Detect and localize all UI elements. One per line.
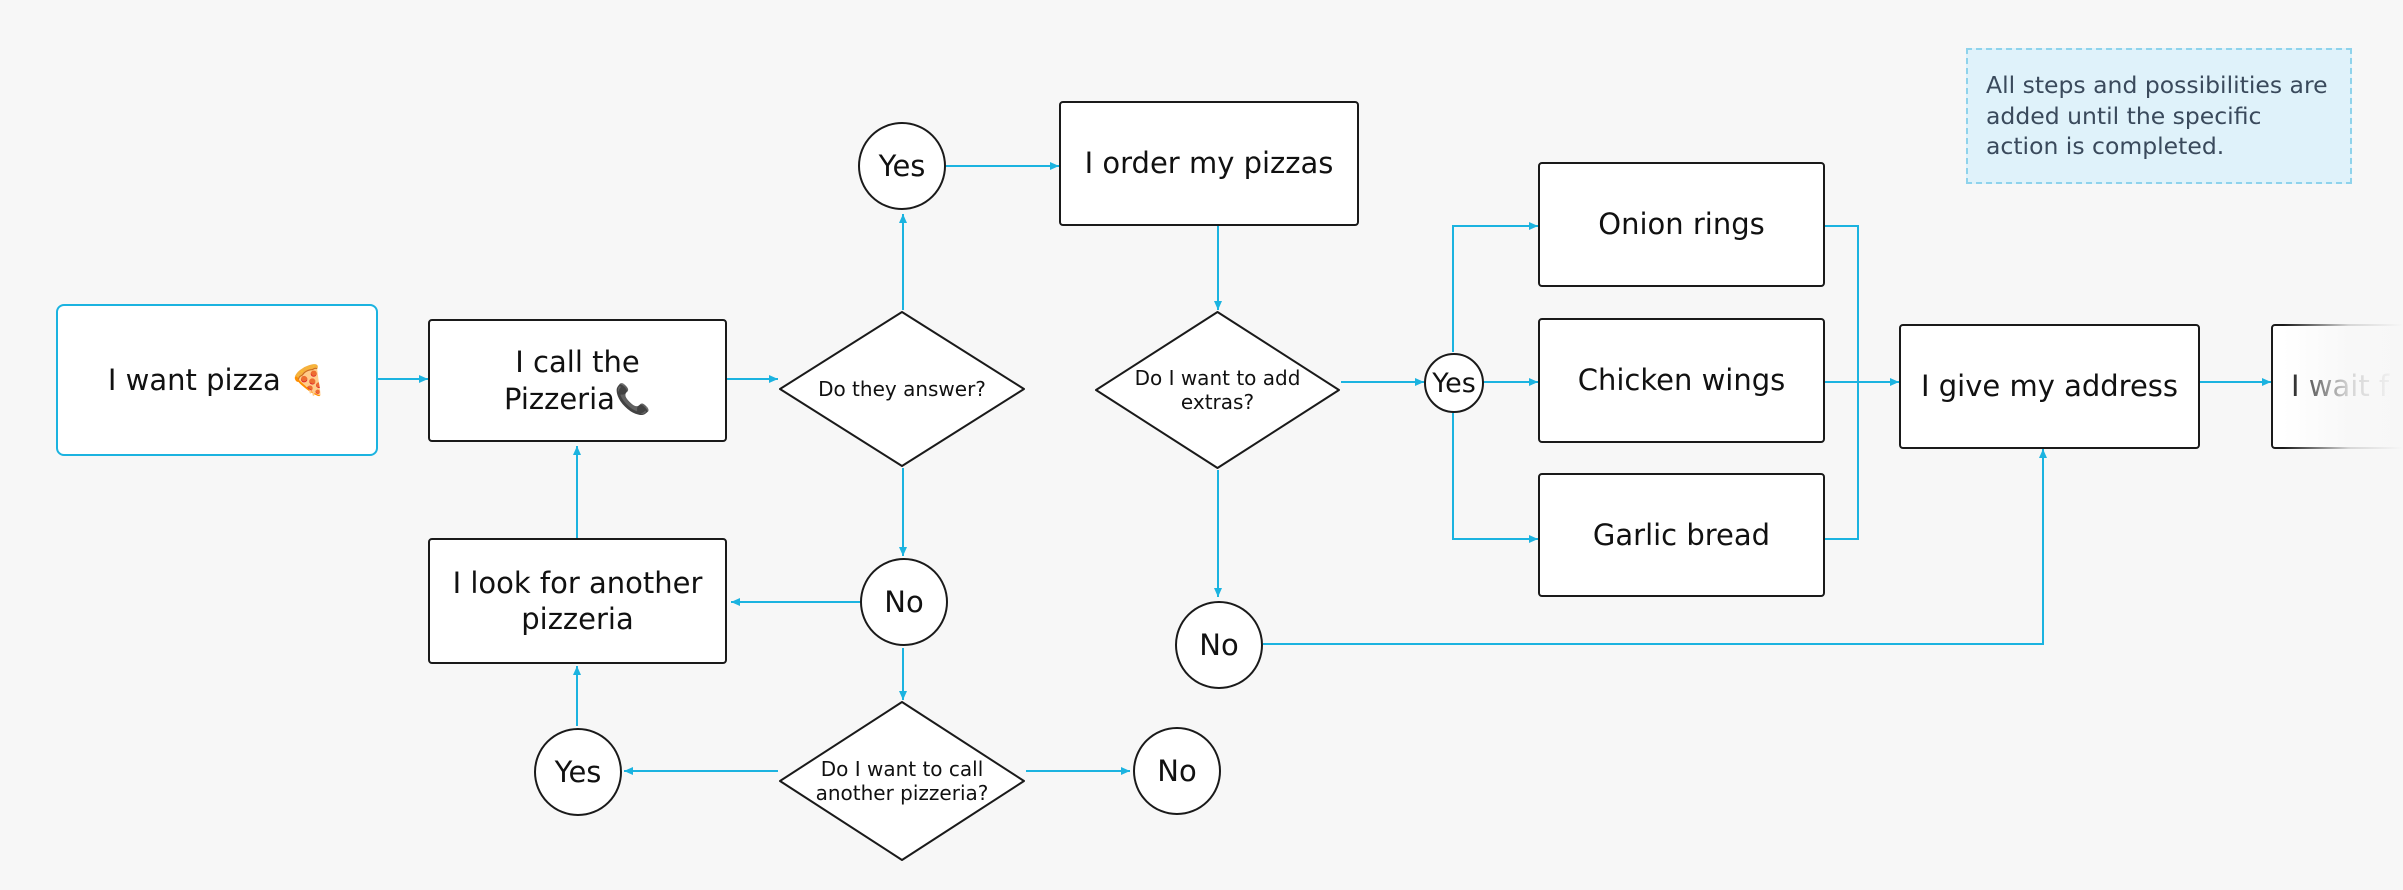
node-chicken-wings: Chicken wings [1538,318,1825,443]
node-look-another-pizzeria: I look for another pizzeria [428,538,727,664]
node-label-line-2: Pizzeria📞 [503,381,652,416]
no-label: No [884,585,924,619]
node-call-pizzeria: I call the Pizzeria📞 [428,319,727,442]
node-label: I wait f [2291,369,2390,404]
node-label: Onion rings [1598,207,1765,242]
decision-label-line-2: extras? [1180,390,1255,414]
note-text: All steps and possibilities are added un… [1986,71,2328,161]
node-garlic-bread: Garlic bread [1538,473,1825,597]
decision-label: Do they answer? [818,377,986,401]
start-node-want-pizza: I want pizza 🍕 [56,304,378,456]
no-circle-call-another: No [1133,727,1221,815]
node-label-line-2: pizzeria [521,602,634,636]
node-label: Garlic bread [1592,517,1771,552]
node-label: Chicken wings [1577,363,1786,398]
decision-call-another-pizzeria: Do I want to call another pizzeria? [778,700,1026,862]
node-wait: I wait f [2271,324,2403,449]
node-give-address: I give my address [1899,324,2200,449]
no-label: No [1157,754,1197,788]
yes-label: Yes [878,149,926,183]
yes-circle-answer: Yes [858,122,946,210]
yes-label: Yes [554,755,602,789]
decision-do-they-answer: Do they answer? [778,310,1026,468]
no-label: No [1199,628,1239,662]
decision-want-extras: Do I want to add extras? [1094,310,1341,470]
yes-circle-call-another: Yes [534,728,622,816]
node-label: I order my pizzas [1084,146,1334,181]
no-circle-extras: No [1175,601,1263,689]
node-label-line-1: I call the [515,345,640,380]
node-label: I give my address [1920,369,2179,404]
node-onion-rings: Onion rings [1538,162,1825,287]
node-order-pizzas: I order my pizzas [1059,101,1359,226]
yes-circle-extras: Yes [1424,353,1484,413]
connector-yes-to-onion [1452,222,1538,352]
decision-label-line-1: Do I want to call [820,757,984,781]
connector-no-to-address [1263,449,2047,645]
decision-label-line-1: Do I want to add [1134,366,1301,390]
node-label-line-1: I look for another [452,565,703,600]
node-label: I want pizza 🍕 [107,362,327,397]
annotation-note: All steps and possibilities are added un… [1966,48,2352,184]
decision-label-line-2: another pizzeria? [815,781,989,805]
connector-yes-to-garlic [1452,412,1538,543]
yes-label: Yes [1432,367,1476,399]
no-circle-answer: No [860,558,948,646]
